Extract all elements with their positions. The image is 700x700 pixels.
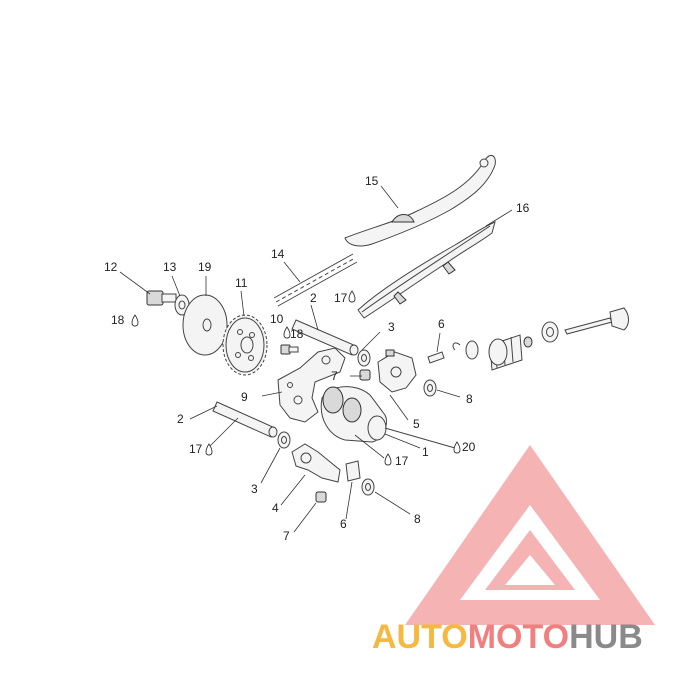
callout-9: 9 bbox=[241, 390, 248, 404]
callout-14: 14 bbox=[271, 247, 285, 261]
part-1-camshaft bbox=[320, 386, 456, 449]
oil-drop-icon bbox=[131, 314, 139, 327]
part-2-rocker-shaft-lower bbox=[212, 401, 278, 438]
part-6-adjust-screw-upper bbox=[427, 351, 445, 364]
callout-16: 16 bbox=[516, 201, 530, 215]
callout-19: 19 bbox=[198, 260, 212, 274]
oil-drop-icon bbox=[283, 326, 291, 339]
part-14-timing-chain bbox=[273, 253, 358, 307]
watermark-word-moto: MOTO bbox=[468, 618, 569, 656]
callout-1: 1 bbox=[422, 445, 429, 459]
part-4-rocker-arm-lower bbox=[291, 443, 341, 483]
callout-8a: 8 bbox=[466, 392, 473, 406]
part-16-chain-guide bbox=[357, 221, 496, 319]
callout-10: 10 bbox=[270, 312, 284, 326]
part-2-rocker-shaft-upper bbox=[291, 319, 359, 356]
watermark-word-hub: HUB bbox=[569, 618, 643, 656]
callout-2a: 2 bbox=[310, 291, 317, 305]
part-8-washer-lower bbox=[361, 478, 375, 496]
part-8-washer-upper bbox=[423, 379, 437, 397]
part-12-bolt bbox=[146, 290, 177, 306]
callout-7b: 7 bbox=[283, 529, 290, 543]
part-19-disc bbox=[182, 294, 228, 356]
leader-lines bbox=[119, 185, 513, 533]
part-5-rocker-arm-upper bbox=[377, 349, 417, 393]
callout-6b: 6 bbox=[340, 517, 347, 531]
oil-drop-icon bbox=[348, 290, 356, 303]
valve-assembly bbox=[452, 307, 629, 371]
part-3-washer-upper bbox=[357, 349, 371, 367]
part-10-small-bolt bbox=[280, 344, 299, 355]
callout-4: 4 bbox=[272, 501, 279, 515]
part-15-tensioner-slider bbox=[344, 154, 496, 247]
callout-18b: 18 bbox=[290, 327, 304, 341]
callout-7a: 7 bbox=[331, 369, 338, 383]
callout-15: 15 bbox=[365, 174, 379, 188]
part-9-support-plate bbox=[277, 347, 346, 423]
callout-labels: 12 13 19 11 14 15 16 18 10 18 2 17 3 6 7… bbox=[104, 174, 530, 543]
callout-17c: 17 bbox=[395, 454, 409, 468]
part-7-nut-upper bbox=[359, 369, 371, 381]
callout-13: 13 bbox=[163, 260, 177, 274]
callout-18a: 18 bbox=[111, 313, 125, 327]
callout-8b: 8 bbox=[414, 512, 421, 526]
part-11-cam-sprocket bbox=[222, 314, 268, 376]
callout-12: 12 bbox=[104, 260, 118, 274]
part-6-adjust-screw-lower bbox=[345, 460, 361, 482]
callout-3b: 3 bbox=[251, 482, 258, 496]
callout-2b: 2 bbox=[177, 412, 184, 426]
callout-17a: 17 bbox=[334, 291, 348, 305]
callout-5: 5 bbox=[413, 417, 420, 431]
oil-drop-icons bbox=[131, 290, 461, 466]
oil-drop-icon bbox=[384, 453, 392, 466]
callout-17b: 17 bbox=[189, 442, 203, 456]
oil-drop-icon bbox=[205, 443, 213, 456]
callout-11: 11 bbox=[235, 276, 248, 290]
oil-drop-icon bbox=[453, 441, 461, 454]
callout-6a: 6 bbox=[438, 317, 445, 331]
watermark-text: AUTOMOTOHUB bbox=[372, 618, 643, 656]
watermark-logo bbox=[405, 445, 655, 625]
callout-3a: 3 bbox=[388, 320, 395, 334]
watermark-word-auto: AUTO bbox=[372, 618, 468, 656]
callout-20: 20 bbox=[462, 440, 476, 454]
part-3-washer-lower bbox=[277, 431, 291, 449]
part-7-nut-lower bbox=[315, 491, 327, 503]
